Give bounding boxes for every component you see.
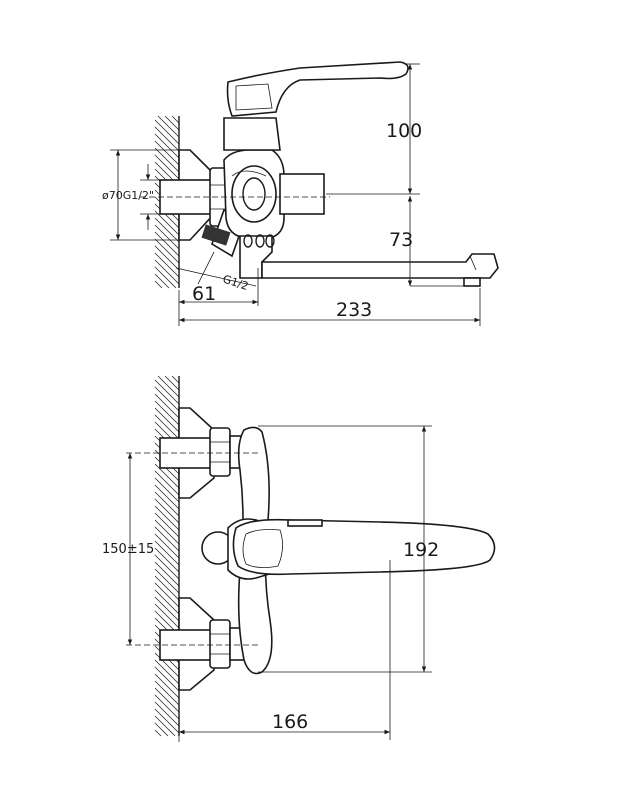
hatch-line: [154, 505, 180, 531]
hatch-line: [157, 375, 180, 398]
hatch-line: [154, 729, 162, 737]
hatch-line: [154, 589, 180, 615]
hatch-line: [154, 554, 180, 580]
hatch-line: [154, 470, 180, 496]
hatch-line: [154, 407, 180, 433]
hatch-line: [154, 484, 180, 510]
hatch-line: [154, 575, 180, 601]
wall-hatching-bottom: [154, 375, 180, 737]
valve-cap: [231, 165, 277, 223]
hatch-line: [154, 687, 180, 713]
front-view: 150±15 192 166: [102, 375, 496, 742]
hatch-line: [154, 210, 180, 236]
hatch-line: [154, 519, 180, 545]
hatch-line: [164, 375, 180, 391]
hatch-line: [154, 498, 180, 524]
hatch-line: [154, 252, 180, 278]
lower-nut: [209, 619, 231, 669]
hatch-line: [154, 477, 180, 503]
hatch-line: [154, 701, 180, 727]
hatch-line: [154, 238, 180, 264]
hatch-line: [154, 456, 180, 482]
flange-thread-label: ø70G1/2": [102, 189, 154, 202]
hatch-line: [154, 512, 180, 538]
hatch-line: [154, 119, 180, 145]
hatch-line: [154, 259, 180, 285]
hatch-line: [154, 659, 180, 685]
hatch-line: [154, 140, 180, 166]
hatch-line: [154, 217, 180, 243]
hatch-line: [171, 375, 180, 384]
dim-233-label: 233: [336, 299, 372, 321]
hatch-line: [154, 463, 180, 489]
hatch-line: [154, 722, 169, 737]
side-view: 100 73 ø70G1/2" G1/2 61 233: [102, 61, 499, 326]
handle-lever: [226, 61, 409, 117]
threaded-end: [201, 224, 231, 246]
hatch-line: [154, 666, 180, 692]
dim-73-label: 73: [389, 229, 413, 251]
hatch-line: [154, 652, 180, 678]
hatch-line: [154, 568, 180, 594]
hatch-line: [164, 115, 180, 131]
hatch-line: [154, 126, 180, 152]
hatch-line: [154, 231, 180, 257]
hatch-line: [154, 694, 180, 720]
hatch-line: [154, 673, 180, 699]
hatch-line: [154, 533, 180, 559]
hatch-line: [154, 393, 180, 419]
hatch-line: [154, 147, 180, 173]
hatch-line: [171, 115, 180, 124]
upper-nut: [209, 427, 231, 477]
dim-100-label: 100: [386, 120, 422, 142]
hatch-line: [154, 596, 180, 622]
body-neck: [223, 117, 281, 151]
hatch-line: [154, 273, 170, 289]
hatch-line: [154, 491, 180, 517]
handle-lever-front: [232, 518, 496, 576]
hatch-line: [154, 266, 177, 289]
hatch-line: [154, 526, 180, 552]
dim-150-label: 150±15: [102, 542, 154, 557]
hatch-line: [154, 708, 180, 734]
hatch-line: [154, 280, 163, 289]
hatch-line: [154, 680, 180, 706]
dim-192-label: 192: [403, 539, 439, 561]
hatch-line: [154, 540, 180, 566]
hatch-line: [154, 224, 180, 250]
hatch-line: [154, 603, 180, 629]
hatch-line: [154, 386, 180, 412]
hatch-line: [154, 582, 180, 608]
hatch-line: [157, 115, 180, 138]
dim-166-label: 166: [272, 711, 308, 733]
spout: [239, 234, 499, 287]
hatch-line: [154, 203, 180, 229]
hatch-line: [154, 245, 180, 271]
hatch-line: [154, 561, 180, 587]
hatch-line: [154, 133, 180, 159]
hatch-line: [154, 414, 180, 440]
hatch-line: [154, 154, 180, 180]
hatch-line: [154, 379, 180, 405]
hatch-line: [154, 715, 176, 737]
hatch-line: [154, 547, 180, 573]
dim-61-label: 61: [192, 283, 216, 305]
hatch-line: [154, 400, 180, 426]
diverter-outlet: [279, 173, 325, 215]
